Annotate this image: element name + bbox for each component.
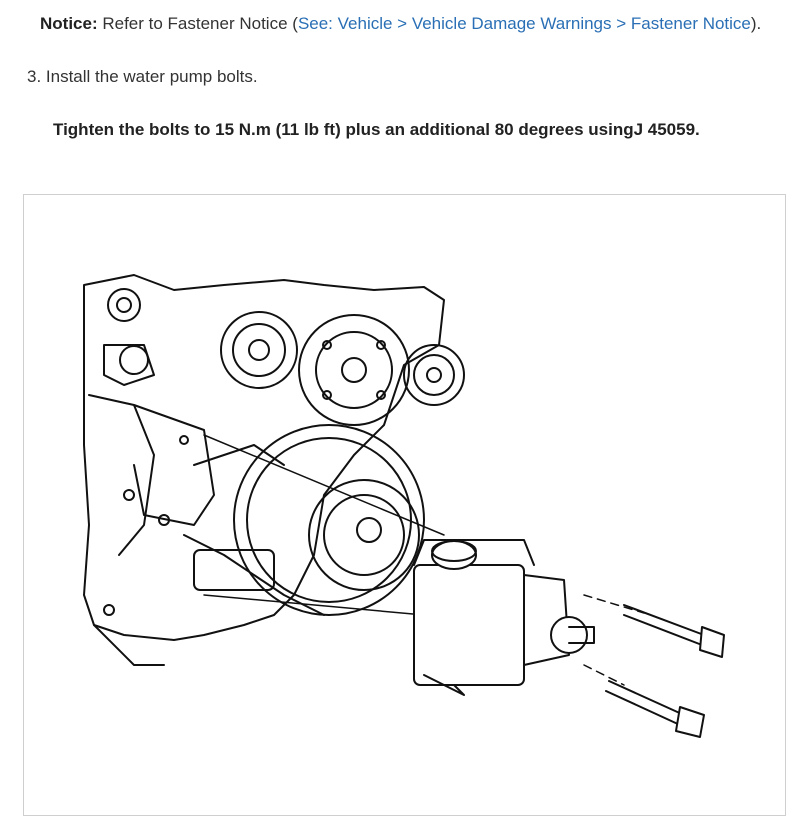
engine-illustration (83, 274, 725, 738)
engine-diagram (23, 194, 786, 816)
step-number: 3. (27, 67, 42, 86)
fastener-notice: Notice: Refer to Fastener Notice (See: V… (40, 13, 761, 35)
bolt-icon (583, 594, 725, 738)
notice-label: Notice: (40, 14, 98, 33)
step-3: 3. Install the water pump bolts. (27, 66, 258, 88)
power-steering-pump-icon (413, 539, 595, 696)
notice-text: Refer to Fastener Notice ( (97, 14, 298, 33)
fastener-notice-link[interactable]: See: Vehicle > Vehicle Damage Warnings >… (297, 14, 751, 33)
notice-text-end: ). (750, 14, 762, 33)
step-text: Install the water pump bolts. (41, 67, 258, 86)
torque-spec: Tighten the bolts to 15 N.m (11 lb ft) p… (53, 120, 700, 139)
